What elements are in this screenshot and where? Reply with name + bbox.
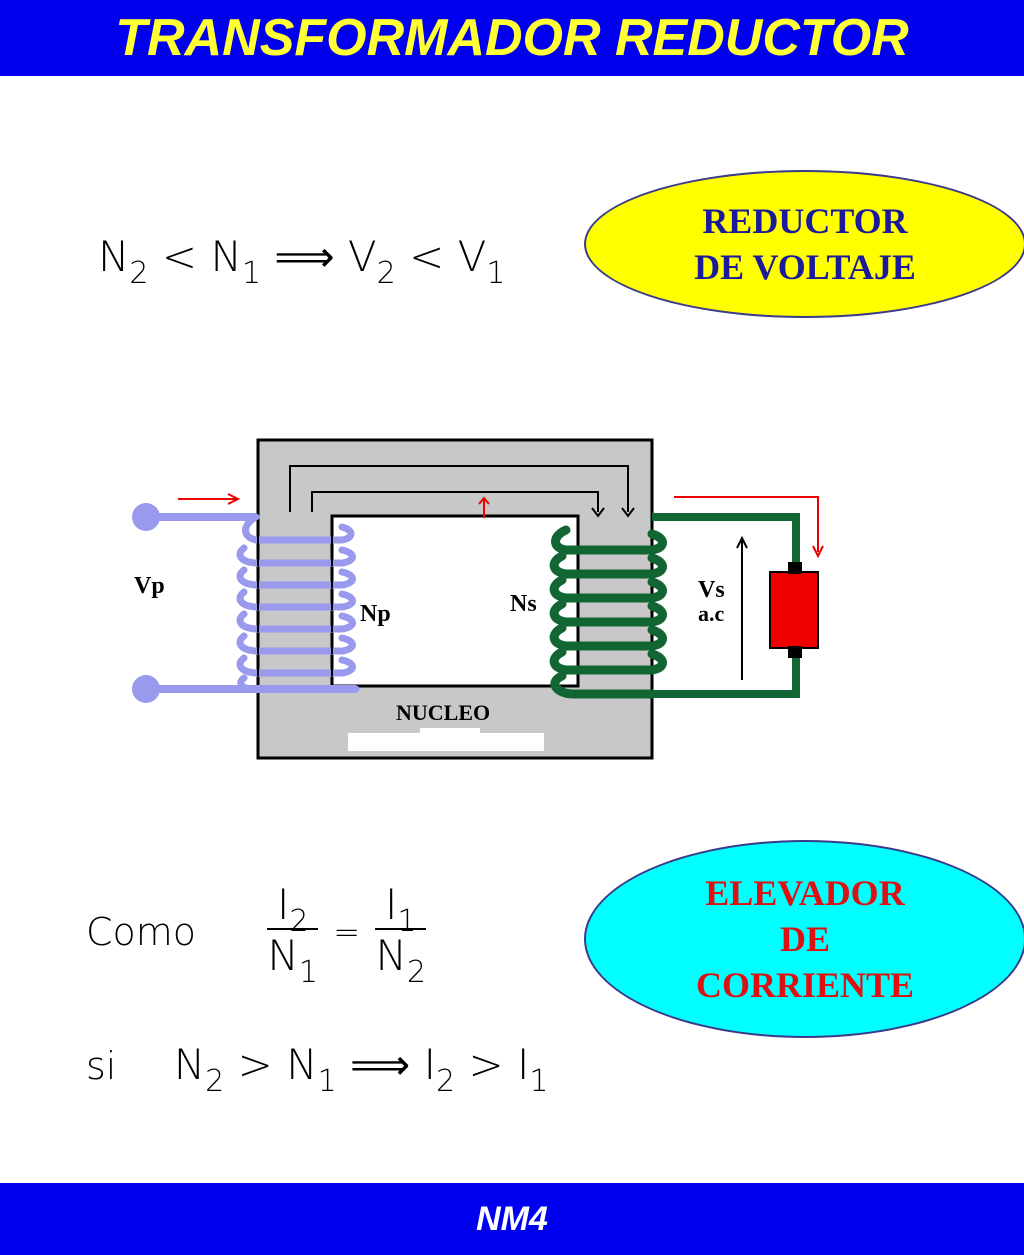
footer-bar: NM4 [0,1183,1024,1255]
secondary-coil [549,525,667,699]
secondary-output-wire [652,513,800,698]
primary-current-arrow [178,493,241,505]
label-core: NUCLEO [396,700,490,725]
primary-coil-ticks [257,534,333,676]
label-np: Np [360,601,391,627]
badge-voltage-line2: DE VOLTAJE [694,247,916,287]
flux-line-outer [289,465,629,512]
core-window [330,514,580,688]
flux-line-inner [311,491,599,512]
core-red-arrow [478,496,490,518]
flux-arrowhead-outer [621,507,635,518]
badge-current-line2: DE [779,919,830,959]
badge-voltage-line1: REDUCTOR [702,201,908,241]
badge-current-line1: ELEVADOR [705,873,905,913]
word-si: si [86,1044,117,1088]
word-como: Como [86,910,197,954]
label-vp: Vp [134,573,165,599]
badge-voltage-reducer: REDUCTOR DE VOLTAJE [584,170,1024,318]
header-bar: TRANSFORMADOR REDUCTOR [0,0,1024,76]
vs-voltage-arrow [736,535,748,680]
load-resistor [769,571,819,649]
formula-current-ratio: Como I2 N1 = I1 N2 [86,880,426,990]
badge-current-booster: ELEVADOR DE CORRIENTE [584,840,1024,1038]
label-ns: Ns [510,591,537,617]
page-title: TRANSFORMADOR REDUCTOR [115,9,909,67]
core-highlight [348,733,544,751]
badge-current-line3: CORRIENTE [695,965,915,1005]
label-ac: a.c [698,601,725,626]
footer-label: NM4 [476,1200,548,1238]
output-current-arrow [674,496,824,559]
core-highlight-bump [420,728,480,736]
formula-turns-current: si N2 > N1 ⟹ I2 > I1 [86,1040,549,1099]
label-vs: Vs [698,577,725,603]
primary-coil [236,513,360,693]
formula-turns-voltage: N2 < N1 ⟹ V2 < V1 [98,232,506,291]
fraction-i2-n1: I2 N1 [267,880,318,990]
flux-arrowhead-inner [591,507,605,518]
fraction-i1-n2: I1 N2 [375,880,426,990]
